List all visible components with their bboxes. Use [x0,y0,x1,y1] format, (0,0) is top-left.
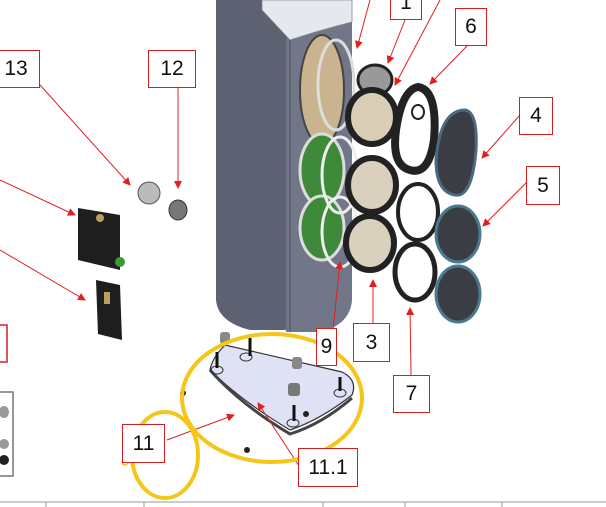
tweeter-mid-trim [391,82,439,175]
ring-upper [396,182,440,242]
midrange-driver [345,87,399,147]
highlight-base-ellipse [180,332,364,464]
part-12 [137,181,188,221]
inset-thumbnail [0,391,14,477]
callout-label-7: 7 [393,375,430,413]
grille-top [434,108,478,197]
woofer-lower [343,213,397,273]
callout-label-12: 12 [148,50,196,88]
terminal-board [96,280,122,340]
drivers [343,63,399,273]
ring-lower [392,241,438,303]
callout-label-13: 13 [0,50,40,88]
grilles [434,108,482,324]
center-spike [288,383,300,396]
callout-label-11-1: 11.1 [298,448,358,487]
callout-label-6: 6 [455,8,487,46]
callout-arrows [0,0,528,467]
callout-label-1: 1 [390,0,422,20]
trim-rings [391,82,440,303]
callout-label-3: 3 [353,323,390,362]
callout-label-9: 9 [316,328,337,366]
woofer-upper [345,155,399,215]
crossover-board [78,208,125,270]
grille-bottom [434,264,482,324]
grille-middle [434,204,482,264]
callout-label-4: 4 [519,97,553,135]
base-plate [180,332,355,453]
callout-label-5: 5 [526,166,560,205]
table-border [0,501,606,507]
callout-label-11: 11 [122,424,165,463]
partial-label-box [0,324,8,363]
